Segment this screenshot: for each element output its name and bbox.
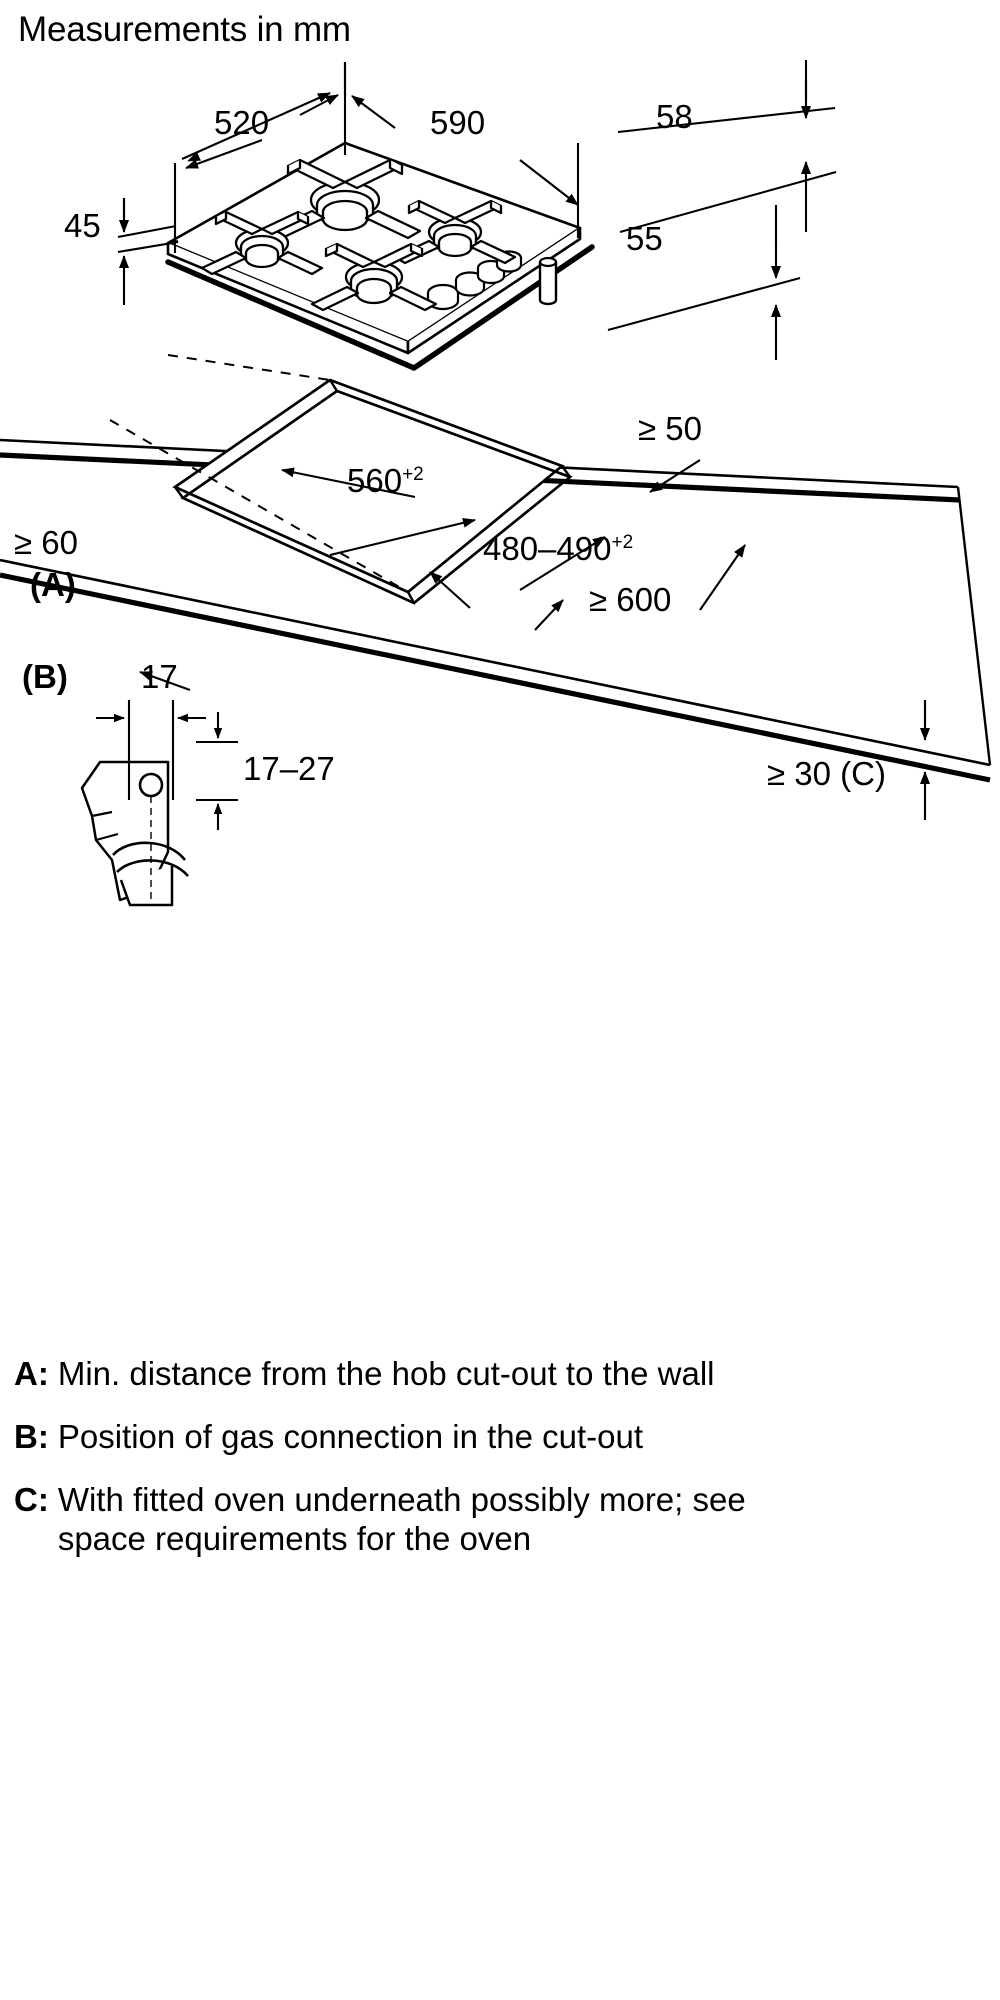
- dimension-label-55: 55: [626, 220, 663, 257]
- legend-item-c: C: With fitted oven underneath possibly …: [14, 1481, 754, 1559]
- dimension-label-min-50: ≥ 50: [638, 410, 702, 447]
- dimension-label-590: 590: [430, 104, 486, 141]
- marker-label-b: (B): [22, 658, 68, 695]
- dimension-tolerance-560: +2: [402, 464, 424, 485]
- legend-text-c: With fitted oven underneath possibly mor…: [57, 1480, 746, 1557]
- legend-text-b: Position of gas connection in the cut-ou…: [57, 1417, 644, 1455]
- legend-key-c: C:: [14, 1480, 49, 1518]
- burner-rear-left: [268, 158, 422, 240]
- worktop-cutout-view: [0, 354, 992, 783]
- dimension-label-17-27: 17–27: [243, 750, 335, 787]
- dimension-label-17: 17: [141, 658, 178, 695]
- hob-perspective-view: [165, 141, 595, 371]
- dimension-label-min-600: ≥ 600: [589, 581, 672, 618]
- dimension-value-560: 560: [347, 462, 403, 499]
- dimension-label-min-30-c: ≥ 30 (C): [767, 755, 886, 792]
- dimension-value-480-490: 480–490: [483, 530, 612, 567]
- burner-right: [393, 199, 517, 265]
- detail-b-gas-connection: [80, 760, 189, 907]
- dimension-label-min-60: ≥ 60: [14, 524, 78, 561]
- legend-item-b: B: Position of gas connection in the cut…: [14, 1418, 754, 1457]
- detail-b-dimension-lines: [96, 700, 238, 830]
- hob-dimension-lines: [117, 60, 837, 360]
- legend-item-a: A: Min. distance from the hob cut-out to…: [14, 1355, 754, 1394]
- hob-installation-drawing: [0, 60, 992, 907]
- dimension-label-58: 58: [656, 98, 693, 135]
- legend: A: Min. distance from the hob cut-out to…: [14, 1355, 754, 1583]
- legend-key-a: A:: [14, 1355, 49, 1392]
- dimension-label-560: 560+2: [347, 462, 424, 500]
- dimension-label-480-490: 480–490+2: [483, 530, 633, 568]
- page-title: Measurements in mm: [18, 10, 351, 49]
- burner-front: [310, 242, 438, 312]
- cutout-dimension-lines: [139, 459, 930, 820]
- dimension-label-520: 520: [214, 104, 270, 141]
- legend-text-a: Min. distance from the hob cut-out to th…: [57, 1355, 715, 1392]
- legend-key-b: B:: [14, 1417, 49, 1455]
- dimension-label-45: 45: [64, 207, 101, 244]
- burner-left: [200, 210, 324, 276]
- dimension-tolerance-480-490: +2: [611, 532, 634, 553]
- marker-label-a: (A): [30, 566, 76, 603]
